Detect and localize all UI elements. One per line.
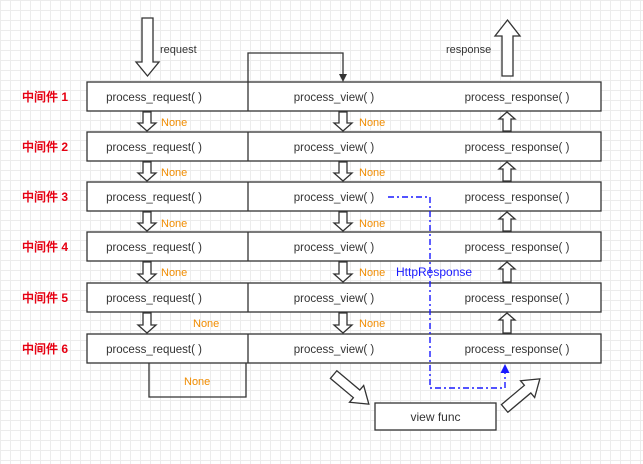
middleware-label: 中间件 1 bbox=[22, 89, 68, 104]
down-arrow-icon bbox=[136, 161, 158, 182]
process-response-cell: process_response( ) bbox=[465, 192, 570, 204]
up-arrow-icon bbox=[497, 312, 517, 334]
none-label: None bbox=[359, 267, 385, 279]
none-label: None bbox=[161, 167, 187, 179]
view-func-label: view func bbox=[410, 410, 460, 424]
process-request-cell: process_request( ) bbox=[106, 192, 202, 204]
up-arrow-icon bbox=[497, 161, 517, 182]
middleware-label: 中间件 5 bbox=[22, 290, 68, 305]
response-label: response bbox=[446, 44, 491, 56]
response-arrow-icon bbox=[493, 18, 522, 77]
process-view-cell: process_view( ) bbox=[294, 344, 375, 356]
middleware-row-box bbox=[86, 333, 602, 364]
middleware-row: 中间件 5 process_request( ) process_view( ) pr… bbox=[22, 282, 602, 313]
middleware-row-box bbox=[86, 282, 602, 313]
process-request-cell: process_request( ) bbox=[106, 344, 202, 356]
middleware-label: 中间件 2 bbox=[22, 139, 68, 154]
middleware-row-box bbox=[86, 231, 602, 262]
request-arrow-icon bbox=[134, 17, 161, 78]
process-view-cell: process_view( ) bbox=[294, 192, 375, 204]
process-response-cell: process_response( ) bbox=[465, 344, 570, 356]
none-label: None bbox=[359, 318, 385, 330]
from-view-func-arrow-icon bbox=[500, 378, 541, 414]
down-arrow-icon bbox=[332, 312, 354, 334]
none-label: None bbox=[193, 318, 219, 330]
http-response-shortcut-path bbox=[388, 196, 510, 389]
up-arrow-icon bbox=[497, 261, 517, 283]
none-label: None bbox=[161, 218, 187, 230]
none-label: None bbox=[161, 117, 187, 129]
down-arrow-icon bbox=[136, 312, 158, 334]
process-request-cell: process_request( ) bbox=[106, 142, 202, 154]
process-view-cell: process_view( ) bbox=[294, 293, 375, 305]
request-label: request bbox=[160, 44, 197, 56]
middleware-row: 中间件 6 process_request( ) process_view( ) pr… bbox=[22, 333, 602, 364]
middleware-row: 中间件 1 process_request( ) process_view( ) pr… bbox=[22, 81, 602, 112]
middleware-row-box bbox=[86, 181, 602, 212]
http-response-label: HttpResponse bbox=[396, 265, 472, 279]
process-view-cell: process_view( ) bbox=[294, 142, 375, 154]
down-arrow-icon bbox=[332, 111, 354, 132]
middleware-row: 中间件 4 process_request( ) process_view( ) pr… bbox=[22, 231, 602, 262]
none-label: None bbox=[359, 167, 385, 179]
none-labels: None None None None None None None None … bbox=[161, 117, 385, 388]
up-arrow-icon bbox=[497, 111, 517, 132]
middleware-label: 中间件 4 bbox=[22, 239, 68, 254]
between-row-arrows bbox=[136, 111, 517, 334]
process-request-cell: process_request( ) bbox=[106, 293, 202, 305]
down-arrow-icon bbox=[332, 261, 354, 283]
middleware-row: 中间件 2 process_request( ) process_view( ) pr… bbox=[22, 131, 602, 162]
process-view-cell: process_view( ) bbox=[294, 242, 375, 254]
none-label: None bbox=[161, 267, 187, 279]
down-arrow-icon bbox=[332, 161, 354, 182]
request-to-view-line bbox=[247, 52, 347, 82]
none-label: None bbox=[359, 117, 385, 129]
request-bottom-connector bbox=[148, 362, 247, 398]
process-view-cell: process_view( ) bbox=[294, 92, 375, 104]
process-request-cell: process_request( ) bbox=[106, 92, 202, 104]
none-label: None bbox=[359, 218, 385, 230]
middleware-label: 中间件 6 bbox=[22, 341, 68, 356]
process-response-cell: process_response( ) bbox=[465, 92, 570, 104]
down-arrow-icon bbox=[136, 211, 158, 232]
process-response-cell: process_response( ) bbox=[465, 242, 570, 254]
none-label: None bbox=[184, 376, 210, 388]
middleware-row-box bbox=[86, 131, 602, 162]
down-arrow-icon bbox=[136, 261, 158, 283]
middleware-label: 中间件 3 bbox=[22, 189, 68, 204]
view-func-box bbox=[374, 402, 497, 431]
process-response-cell: process_response( ) bbox=[465, 293, 570, 305]
middleware-row: 中间件 3 process_request( ) process_view( ) pr… bbox=[22, 181, 602, 212]
middleware-rows: 中间件 1 process_request( ) process_view( ) pr… bbox=[22, 81, 602, 364]
down-arrow-icon bbox=[136, 111, 158, 132]
process-request-cell: process_request( ) bbox=[106, 242, 202, 254]
middleware-row-box bbox=[86, 81, 602, 112]
down-arrow-icon bbox=[332, 211, 354, 232]
to-view-func-arrow-icon bbox=[329, 369, 370, 405]
process-response-cell: process_response( ) bbox=[465, 142, 570, 154]
up-arrow-icon bbox=[497, 211, 517, 232]
